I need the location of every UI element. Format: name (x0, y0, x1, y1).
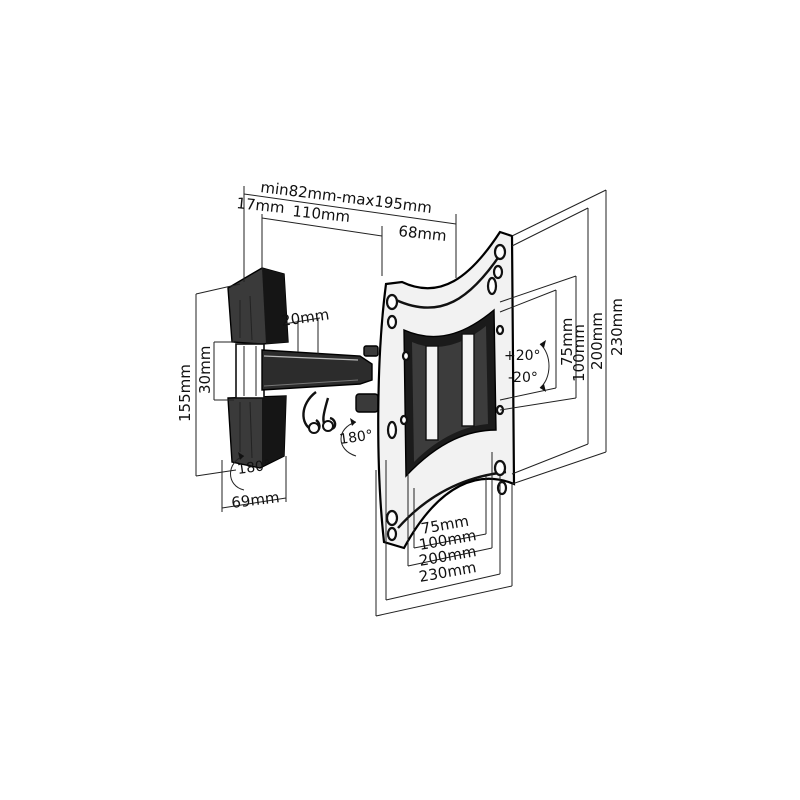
dimension-lines (195, 186, 607, 617)
wall-bracket-lower-shade (262, 396, 286, 466)
vesa-holes (385, 243, 508, 542)
cable-hooks (302, 391, 337, 434)
wall-bracket (227, 267, 289, 469)
label-tilt-up: +20° (504, 348, 541, 364)
dimension-labels: min82mm-max195mm 17mm 110mm 68mm 20mm 30… (176, 178, 626, 586)
label-swivel-plate: 180° (338, 427, 374, 448)
arm-bar (261, 349, 373, 391)
label-swivel-wall: 180° (236, 457, 272, 478)
label-wall-69: 69mm (230, 488, 280, 512)
label-arm-30: 30mm (196, 346, 214, 394)
label-seg-68: 68mm (398, 222, 448, 245)
label-v-75: 75mm (558, 318, 576, 366)
label-tilt-down: -20° (508, 370, 538, 386)
label-v-230: 230mm (608, 298, 626, 356)
label-v-200: 200mm (588, 312, 606, 370)
tv-plate (377, 230, 516, 550)
wall-bracket-upper-shade (262, 268, 288, 344)
label-wall-155: 155mm (176, 364, 194, 422)
label-arm-20: 20mm (280, 305, 330, 330)
swing-arm (261, 345, 379, 413)
label-seg-110: 110mm (292, 202, 351, 226)
label-seg-17: 17mm (236, 194, 286, 217)
label-v-100: 100mm (570, 324, 588, 382)
